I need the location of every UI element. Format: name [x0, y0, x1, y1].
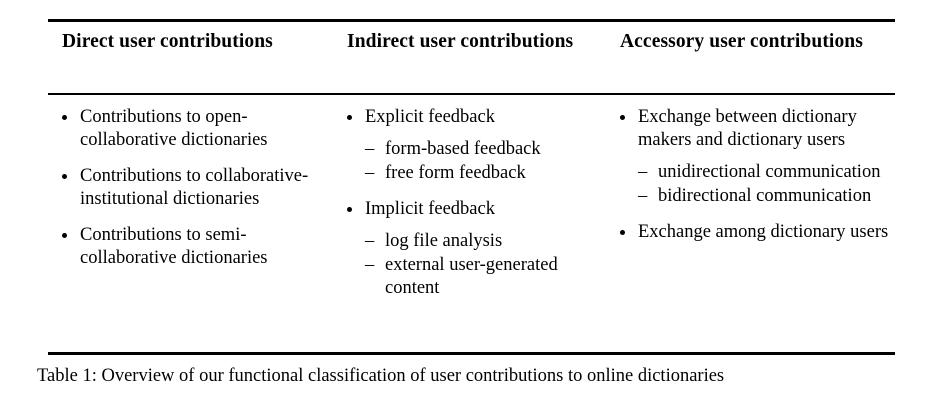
sub-list-item: – free form feedback: [365, 162, 598, 185]
list-item: Implicit feedback – log file analysis – …: [333, 198, 598, 300]
bullet-dot-icon: [347, 207, 352, 212]
list-item-label: Contributions to open-collaborative dict…: [80, 107, 268, 150]
en-dash-icon: –: [365, 255, 375, 275]
en-dash-icon: –: [638, 162, 648, 182]
table-column-indirect: Indirect user contributions Explicit fee…: [333, 0, 598, 352]
column-header-accessory: Accessory user contributions: [620, 31, 863, 52]
list-item-label: Implicit feedback: [365, 199, 495, 219]
table-header-rule: [48, 93, 895, 95]
bullet-dot-icon: [62, 233, 67, 238]
bullet-dot-icon: [347, 115, 352, 120]
list-item: Contributions to semi-collaborative dict…: [48, 224, 328, 270]
bullet-dot-icon: [62, 174, 67, 179]
list-item: Exchange among dictionary users: [606, 221, 895, 244]
column-body-accessory: Exchange between dictionary makers and d…: [606, 106, 895, 244]
list-item-label: Exchange between dictionary makers and d…: [638, 107, 857, 150]
list-item-label: Contributions to collaborative-instituti…: [80, 166, 309, 209]
bullet-list: Explicit feedback – form-based feedback …: [333, 106, 598, 300]
sub-list-item: – external user-generated content: [365, 254, 598, 300]
sub-list: – form-based feedback – free form feedba…: [365, 138, 598, 185]
table-top-rule: [48, 19, 895, 22]
sub-list-item-label: unidirectional communication: [658, 162, 881, 182]
sub-list-item-label: free form feedback: [385, 163, 526, 183]
column-header-direct: Direct user contributions: [62, 31, 273, 52]
sub-list: – unidirectional communication – bidirec…: [638, 161, 895, 208]
sub-list-item-label: form-based feedback: [385, 139, 541, 159]
sub-list-item: – log file analysis: [365, 230, 598, 253]
bullet-list: Exchange between dictionary makers and d…: [606, 106, 895, 244]
bullet-dot-icon: [620, 115, 625, 120]
list-item-label: Explicit feedback: [365, 107, 495, 127]
list-item-label: Contributions to semi-collaborative dict…: [80, 225, 268, 268]
sub-list-item: – bidirectional communication: [638, 185, 895, 208]
sub-list-item-label: log file analysis: [385, 231, 503, 251]
bullet-dot-icon: [620, 230, 625, 235]
list-item: Contributions to open-collaborative dict…: [48, 106, 328, 152]
sub-list: – log file analysis – external user-gene…: [365, 230, 598, 300]
sub-list-item: – form-based feedback: [365, 138, 598, 161]
en-dash-icon: –: [638, 186, 648, 206]
table-column-accessory: Accessory user contributions Exchange be…: [606, 0, 895, 352]
list-item-label: Exchange among dictionary users: [638, 222, 889, 242]
table-bottom-rule: [48, 352, 895, 355]
bullet-list: Contributions to open-collaborative dict…: [48, 106, 328, 270]
table-column-direct: Direct user contributions Contributions …: [48, 0, 328, 352]
classification-table: Direct user contributions Contributions …: [48, 0, 895, 352]
en-dash-icon: –: [365, 231, 375, 251]
en-dash-icon: –: [365, 139, 375, 159]
bullet-dot-icon: [62, 115, 67, 120]
list-item: Contributions to collaborative-instituti…: [48, 165, 328, 211]
column-body-indirect: Explicit feedback – form-based feedback …: [333, 106, 598, 300]
sub-list-item: – unidirectional communication: [638, 161, 895, 184]
list-item: Exchange between dictionary makers and d…: [606, 106, 895, 208]
column-body-direct: Contributions to open-collaborative dict…: [48, 106, 328, 270]
column-header-indirect: Indirect user contributions: [347, 31, 574, 52]
list-item: Explicit feedback – form-based feedback …: [333, 106, 598, 185]
sub-list-item-label: external user-generated content: [385, 255, 558, 298]
table-caption: Table 1: Overview of our functional clas…: [37, 366, 725, 386]
en-dash-icon: –: [365, 163, 375, 183]
sub-list-item-label: bidirectional communication: [658, 186, 872, 206]
